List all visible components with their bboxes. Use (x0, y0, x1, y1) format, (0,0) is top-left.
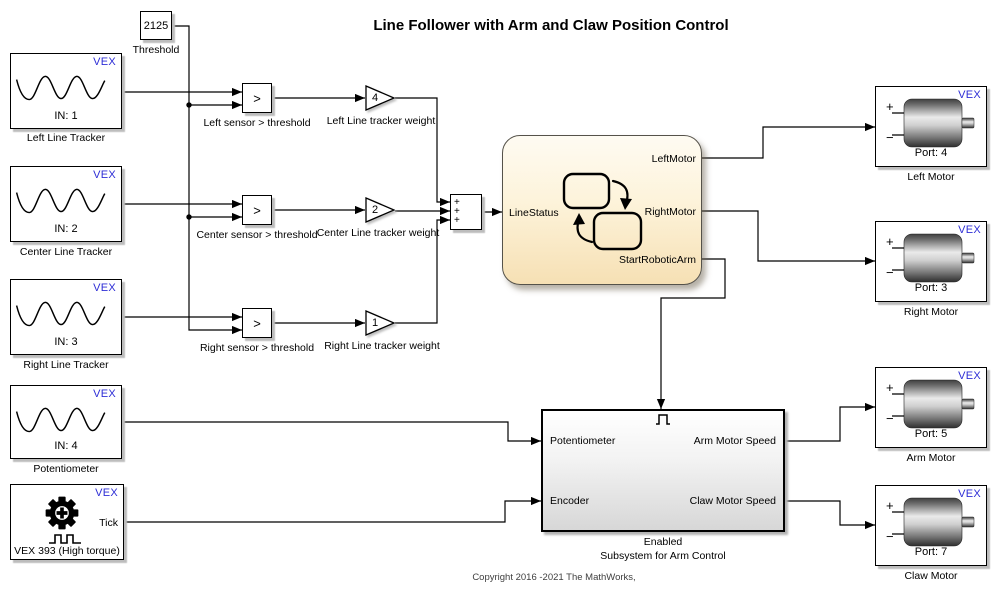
gain-right-label: Right Line tracker weight (324, 340, 440, 352)
svg-text:+: + (886, 234, 894, 249)
threshold-constant-block[interactable]: 2125 (140, 11, 172, 40)
motor-icon: + − (886, 233, 975, 283)
gain-triangle-icon (365, 85, 396, 111)
chart-output-startroboticarm: StartRoboticArm (618, 254, 696, 266)
subsystem-input-encoder: Encoder (550, 495, 590, 507)
chart-output-leftmotor: LeftMotor (651, 153, 696, 165)
svg-text:−: − (886, 265, 894, 280)
sum-block[interactable]: + + + (450, 194, 482, 230)
gain-right-block[interactable]: 1 (365, 310, 396, 336)
chart-output-rightmotor: RightMotor (644, 206, 696, 218)
subsystem-output-arm-motor-speed: Arm Motor Speed (693, 435, 776, 447)
sine-wave-icon (15, 301, 106, 327)
svg-text:−: − (886, 411, 894, 426)
sine-wave-icon (15, 407, 106, 433)
right-motor-block[interactable]: VEX + − Port: 3 (875, 221, 987, 302)
motor-port-id: Port: 3 (914, 282, 948, 294)
sine-wave-icon (15, 188, 106, 214)
gain-triangle-icon (365, 197, 396, 223)
state-machine-icon (562, 172, 643, 251)
claw-motor-block[interactable]: VEX + − Port: 7 (875, 485, 987, 566)
gain-triangle-icon (365, 310, 396, 336)
arm-motor-block[interactable]: VEX + − Port: 5 (875, 367, 987, 448)
vex-badge: VEX (93, 169, 116, 181)
subsystem-output-claw-motor-speed: Claw Motor Speed (689, 495, 776, 507)
input-port-id: IN: 1 (54, 110, 78, 122)
svg-text:−: − (886, 130, 894, 145)
vex-badge: VEX (958, 370, 981, 382)
potentiometer-block[interactable]: VEX IN: 4 (10, 385, 122, 459)
claw-motor-label: Claw Motor (904, 570, 958, 582)
compare-left-block[interactable]: > (242, 83, 272, 113)
right-motor-label: Right Motor (903, 306, 959, 318)
vex-badge: VEX (95, 487, 118, 499)
svg-text:+: + (886, 99, 894, 114)
motor-port-id: Port: 4 (914, 147, 948, 159)
compare-right-label: Right sensor > threshold (199, 342, 315, 354)
stateflow-chart-block[interactable]: LineStatus LeftMotor RightMotor StartRob… (502, 135, 702, 285)
svg-text:+: + (886, 380, 894, 395)
diagram-title: Line Follower with Arm and Claw Position… (373, 17, 729, 34)
vex-badge: VEX (958, 224, 981, 236)
gain-left-block[interactable]: 4 (365, 85, 396, 111)
center-line-tracker-label: Center Line Tracker (19, 246, 113, 258)
vex-badge: VEX (93, 56, 116, 68)
left-motor-label: Left Motor (907, 171, 955, 183)
arm-motor-label: Arm Motor (906, 452, 956, 464)
gain-value: 4 (372, 92, 379, 104)
gain-value: 2 (372, 204, 379, 216)
input-port-id: IN: 2 (54, 223, 78, 235)
compare-left-label: Left sensor > threshold (203, 117, 311, 129)
gear-icon (45, 496, 79, 530)
motor-port-id: Port: 7 (914, 546, 948, 558)
gt-operator: > (253, 202, 261, 218)
input-port-id: IN: 4 (54, 440, 78, 452)
tick-output-port-label: Tick (99, 517, 118, 529)
gt-operator: > (253, 90, 261, 106)
potentiometer-label: Potentiometer (33, 463, 99, 475)
gain-value: 1 (372, 317, 379, 329)
subsystem-label-line1: Enabled (643, 536, 683, 548)
chart-input-linestatus: LineStatus (509, 207, 559, 219)
copyright-notice: Copyright 2016 -2021 The MathWorks, (472, 572, 636, 583)
vex-badge: VEX (93, 388, 116, 400)
gain-center-block[interactable]: 2 (365, 197, 396, 223)
enabled-subsystem-block[interactable]: Potentiometer Encoder Arm Motor Speed Cl… (541, 409, 785, 532)
svg-text:−: − (886, 529, 894, 544)
square-wave-icon (49, 534, 81, 544)
motor-port-id: Port: 5 (914, 428, 948, 440)
motor-icon: + − (886, 98, 975, 148)
right-line-tracker-label: Right Line Tracker (23, 359, 109, 371)
compare-right-block[interactable]: > (242, 308, 272, 338)
plus-sign: + (454, 197, 460, 208)
compare-center-block[interactable]: > (242, 195, 272, 225)
plus-sign: + (454, 215, 460, 226)
gain-center-label: Center Line tracker weight (316, 227, 440, 239)
input-port-id: IN: 3 (54, 336, 78, 348)
left-motor-block[interactable]: VEX + − Port: 4 (875, 86, 987, 167)
left-line-tracker-block[interactable]: VEX IN: 1 (10, 53, 122, 129)
enable-pulse-icon (656, 414, 670, 425)
gt-operator: > (253, 315, 261, 331)
motor-icon: + − (886, 497, 975, 547)
sine-wave-icon (15, 75, 106, 101)
vex393-block[interactable]: VEX Tick VEX 393 ( (10, 484, 124, 560)
subsystem-input-potentiometer: Potentiometer (550, 435, 616, 447)
gain-left-label: Left Line tracker weight (326, 115, 436, 127)
vex393-name: VEX 393 (High torque) (14, 545, 120, 557)
vex-badge: VEX (958, 89, 981, 101)
svg-text:+: + (886, 498, 894, 513)
threshold-label: Threshold (132, 44, 180, 56)
plus-sign: + (454, 206, 460, 217)
left-line-tracker-label: Left Line Tracker (26, 132, 106, 144)
subsystem-label-line2: Subsystem for Arm Control (600, 550, 726, 562)
center-line-tracker-block[interactable]: VEX IN: 2 (10, 166, 122, 242)
motor-icon: + − (886, 379, 975, 429)
vex-badge: VEX (958, 488, 981, 500)
right-line-tracker-block[interactable]: VEX IN: 3 (10, 279, 122, 355)
compare-center-label: Center sensor > threshold (196, 229, 318, 241)
vex-badge: VEX (93, 282, 116, 294)
threshold-value: 2125 (143, 19, 169, 32)
